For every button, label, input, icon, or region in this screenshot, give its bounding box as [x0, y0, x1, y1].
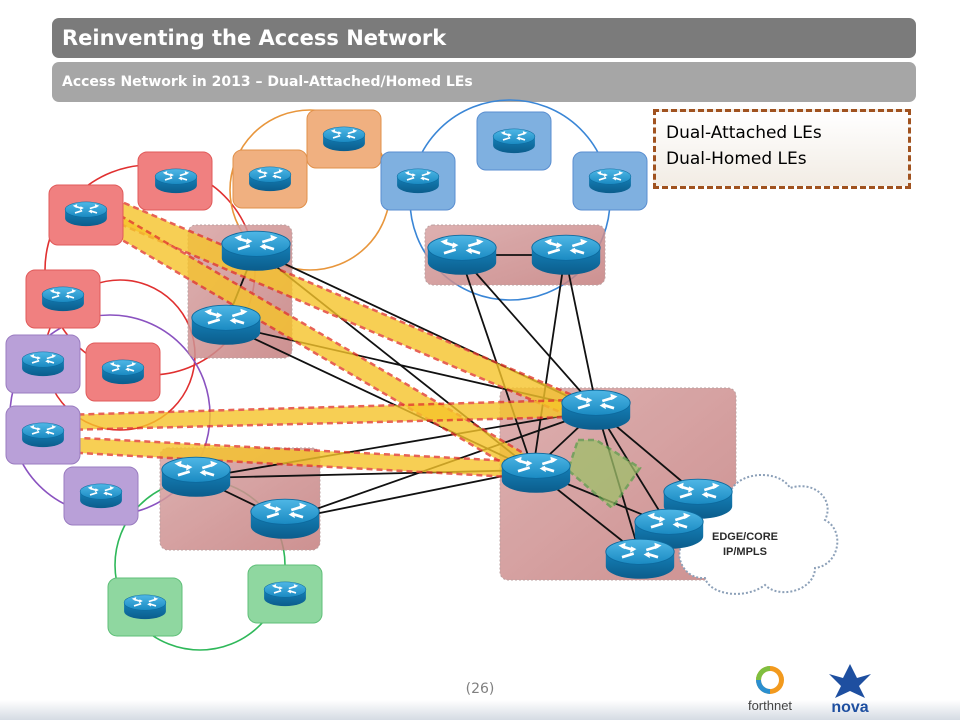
router-agg-left-1: [220, 229, 292, 273]
router-le-red-4: [101, 359, 145, 385]
router-le-purple-1: [21, 351, 65, 377]
legend-callout: Dual-Attached LEs Dual-Homed LEs: [653, 109, 911, 189]
router-le-blue-1: [492, 128, 536, 154]
router-le-green-1: [123, 594, 167, 620]
forthnet-logo-text: forthnet: [748, 698, 792, 713]
router-le-orange-2: [248, 166, 292, 192]
router-le-red-1: [154, 168, 198, 194]
slide-subtitle-bar: Access Network in 2013 – Dual-Attached/H…: [52, 62, 916, 102]
slide-title: Reinventing the Access Network: [62, 26, 447, 50]
router-agg-top-2: [530, 233, 602, 277]
nova-logo-text: nova: [831, 699, 868, 715]
callout-dual-homed: Dual-Homed LEs: [666, 149, 807, 169]
callout-dual-attached: Dual-Attached LEs: [666, 123, 822, 143]
router-le-blue-3: [588, 168, 632, 194]
slide-title-bar: Reinventing the Access Network: [52, 18, 916, 58]
page-number: (26): [465, 681, 495, 697]
router-core-1: [560, 388, 632, 432]
router-edge-3: [604, 537, 676, 581]
router-core-2: [500, 451, 572, 495]
router-le-red-2: [64, 201, 108, 227]
forthnet-logo: forthnet: [748, 666, 792, 713]
router-le-red-3: [41, 286, 85, 312]
router-le-orange-1: [322, 126, 366, 152]
slide-subtitle: Access Network in 2013 – Dual-Attached/H…: [62, 74, 473, 90]
dual-homed-highlights: [60, 194, 642, 510]
router-le-blue-2: [396, 168, 440, 194]
router-agg-left-2: [190, 303, 262, 347]
cloud-label-line2: IP/MPLS: [723, 546, 767, 558]
router-le-purple-2: [21, 422, 65, 448]
router-agg-bottom-2: [249, 497, 321, 541]
router-agg-bottom-1: [160, 455, 232, 499]
cloud-label-line1: EDGE/CORE: [712, 531, 778, 543]
router-le-green-2: [263, 581, 307, 607]
router-agg-top-1: [426, 233, 498, 277]
router-le-purple-3: [79, 483, 123, 509]
footer-band: [0, 700, 960, 720]
nova-logo: nova: [829, 664, 871, 715]
